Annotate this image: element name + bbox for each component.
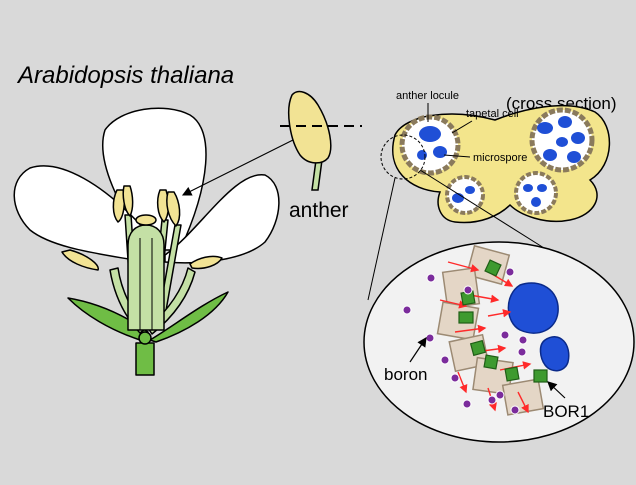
flux-arrow <box>469 294 500 303</box>
boron-icon <box>518 335 528 345</box>
flower-anther <box>189 255 223 270</box>
boron-icon <box>440 355 450 365</box>
species-title: Arabidopsis thaliana <box>16 62 234 89</box>
microspore-icon <box>539 336 570 372</box>
microspore-icon <box>419 126 441 142</box>
boron-label: boron <box>384 365 427 384</box>
magnified-anther <box>287 90 332 191</box>
bor1-transporter <box>533 369 548 383</box>
microspore-icon <box>507 282 559 334</box>
microspore-icon <box>452 193 464 203</box>
magnified-tapetum <box>363 241 635 443</box>
petal-left <box>13 165 146 263</box>
anther-locule <box>529 107 595 173</box>
anther-locule <box>445 175 485 215</box>
cross-section <box>392 104 611 224</box>
microspore-icon <box>556 137 568 147</box>
flower <box>13 107 280 376</box>
pointer-arrow <box>181 134 304 196</box>
boron-icon <box>426 273 436 283</box>
microspore-icon <box>537 184 547 192</box>
flower-anther <box>61 249 99 271</box>
sepal-right <box>149 291 229 343</box>
flux-arrow <box>439 299 468 309</box>
boron-icon <box>505 267 515 277</box>
boron-icon <box>495 390 505 400</box>
microspore-icon <box>531 197 541 207</box>
anther-label: anther <box>289 199 349 222</box>
microspore-icon <box>571 132 585 144</box>
zoom-region <box>380 134 426 180</box>
boron-icon <box>463 285 473 295</box>
stigma <box>135 214 157 226</box>
anther-locule <box>514 171 558 215</box>
bor1-transporter <box>484 259 502 277</box>
flux-arrow <box>517 391 529 414</box>
flux-arrow <box>457 371 468 394</box>
flux-arrow <box>487 309 512 318</box>
tapetal-cell <box>501 378 545 416</box>
boron-icon <box>450 373 460 383</box>
boron-icon <box>510 405 520 415</box>
bor1-transporter <box>483 354 499 370</box>
anther-locule <box>399 114 461 176</box>
bor1-label: BOR1 <box>543 402 589 421</box>
microspore-icon <box>543 149 557 161</box>
receptacle <box>138 331 152 345</box>
boron-icon <box>425 333 435 343</box>
anther-locule-label: anther locule <box>396 90 459 102</box>
bor1-transporter <box>504 366 520 382</box>
anther-filament <box>311 159 323 191</box>
anther-body <box>287 90 332 164</box>
boron-icon <box>462 399 472 409</box>
boron-icon <box>517 347 527 357</box>
microspore-label: microspore <box>473 152 527 164</box>
flux-arrow <box>447 261 480 273</box>
bor1-transporter <box>458 311 474 324</box>
flux-arrow <box>454 324 487 334</box>
boron-icon <box>500 330 510 340</box>
microspore-icon <box>558 116 572 128</box>
flower-anther <box>122 185 134 217</box>
magnified-circle <box>363 241 635 443</box>
microspore-icon <box>433 146 447 158</box>
boron-icon <box>402 305 412 315</box>
flower-stem <box>135 342 155 376</box>
microspore-icon <box>417 150 427 160</box>
boron-icon <box>487 395 497 405</box>
microspore-icon <box>567 151 581 163</box>
microspore-icon <box>523 184 533 192</box>
microspore-icon <box>537 122 553 134</box>
microspore-icon <box>465 186 475 194</box>
tapetal-cell-label: tapetal cell <box>466 108 519 120</box>
flower-anther <box>166 191 181 227</box>
pistil <box>127 224 165 331</box>
bor1-transporter <box>469 339 487 357</box>
